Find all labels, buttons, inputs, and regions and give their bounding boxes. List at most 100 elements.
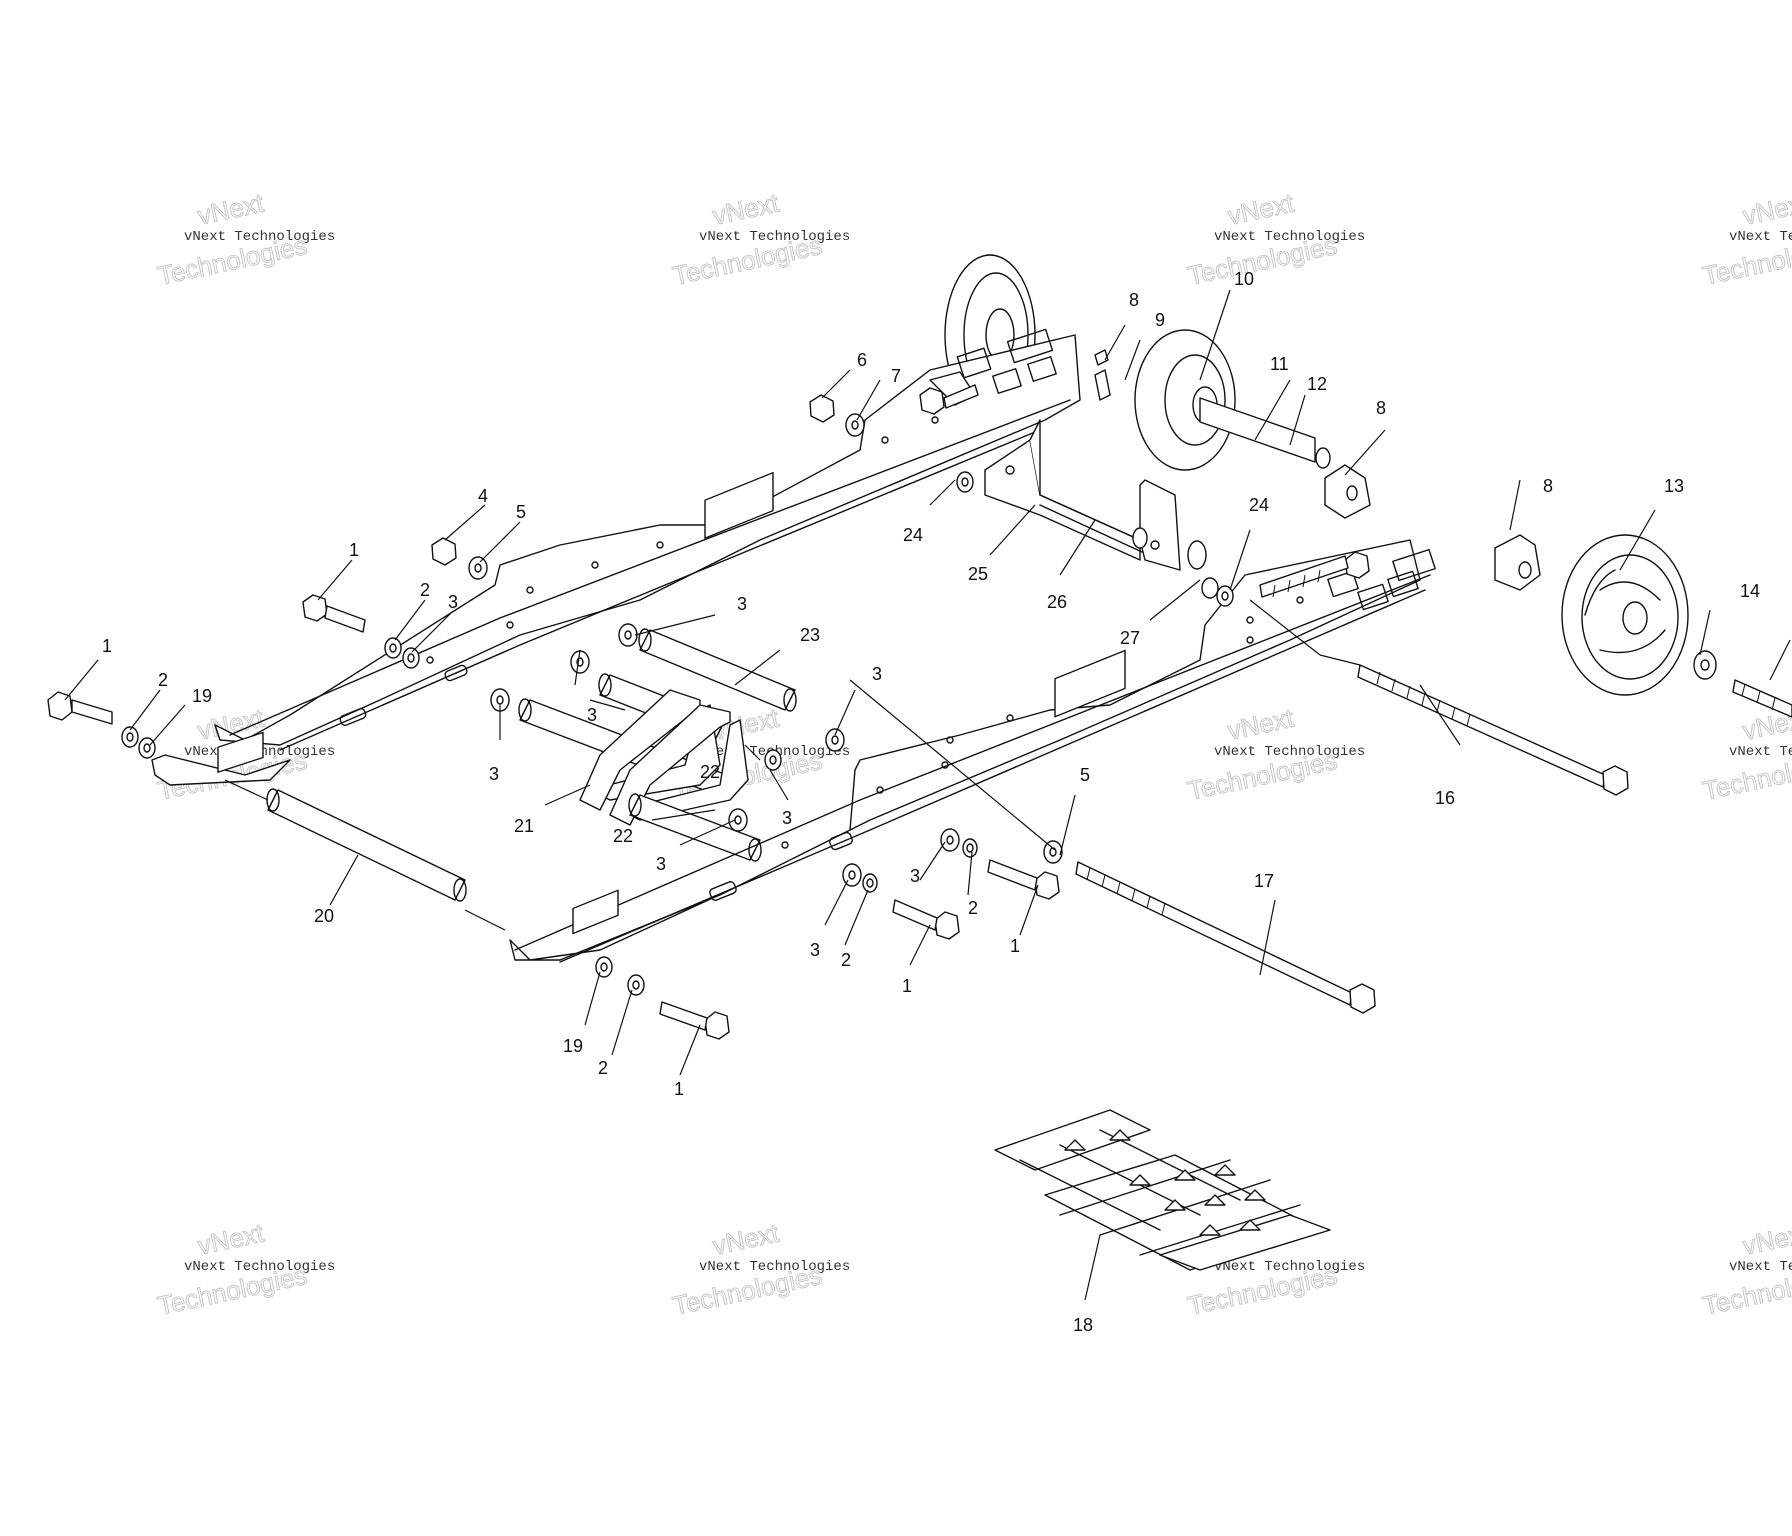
callout-25: 25 [968,564,988,584]
callout-3: 3 [910,866,920,886]
svg-text:vNext Technologies: vNext Technologies [184,1259,335,1275]
washers [121,413,1717,996]
callout-3: 3 [872,664,882,684]
svg-text:vNext: vNext [1740,1218,1792,1261]
callout-3: 3 [782,808,792,828]
callout-3: 3 [448,592,458,612]
callout-27: 27 [1120,628,1140,648]
watermark: vNext vNext Technologies Technologies [1185,702,1366,806]
watermark: vNext vNext Technologies Technologies [670,187,851,291]
svg-text:vNext Technologies: vNext Technologies [1214,229,1365,245]
callout-1: 1 [902,976,912,996]
nut [431,537,457,566]
callout-2: 2 [420,580,430,600]
callout-2: 2 [598,1058,608,1078]
svg-text:vNext: vNext [195,188,267,231]
svg-text:vNext: vNext [1740,188,1792,231]
bolt [892,899,960,940]
callout-22: 22 [613,826,633,846]
callout-8: 8 [1543,476,1553,496]
callout-26: 26 [1047,592,1067,612]
svg-text:vNext: vNext [1225,188,1297,231]
watermark: vNext vNext Technologies Technologies [670,1217,851,1321]
callout-3: 3 [810,940,820,960]
callout-5: 5 [1080,765,1090,785]
bolt [302,594,366,633]
callout-16: 16 [1435,788,1455,808]
callout-10: 10 [1234,269,1254,289]
callout-23: 23 [800,625,820,645]
callout-1: 1 [674,1079,684,1099]
bolt [987,859,1060,900]
svg-text:vNext Technologies: vNext Technologies [1214,1259,1365,1275]
callout-8: 8 [1376,398,1386,418]
callout-13: 13 [1664,476,1684,496]
left-slide-rail [214,328,1081,751]
bolt [47,691,113,725]
callout-3: 3 [489,764,499,784]
track-belt [994,1109,1331,1271]
callout-6: 6 [857,350,867,370]
left-rail-front-tip [151,731,291,786]
callout-3: 3 [737,594,747,614]
callout-11: 11 [1270,354,1289,374]
callout-7: 7 [891,366,901,386]
callout-4: 4 [478,486,488,506]
callout-24: 24 [903,525,923,545]
long-bolt [1357,664,1629,796]
rear-axle-group [929,329,1371,519]
callout-19: 19 [563,1036,583,1056]
watermark: vNext vNext Technologies Technologies [1700,187,1792,291]
svg-text:vNext: vNext [710,1218,782,1261]
svg-text:vNext: vNext [195,1218,267,1261]
callout-24: 24 [1249,495,1269,515]
callout-1: 1 [1010,936,1020,956]
callout-18: 18 [1073,1315,1093,1335]
callout-22: 22 [700,762,720,782]
right-slide-rail [509,539,1436,963]
svg-text:vNext: vNext [1225,703,1297,746]
callout-8: 8 [1129,290,1139,310]
svg-text:vNext Technologies: vNext Technologies [1729,744,1792,760]
callout-17: 17 [1254,871,1274,891]
callout-14: 14 [1740,581,1760,601]
callout-20: 20 [314,906,334,926]
watermark: vNext vNext Technologies Technologies [1700,1217,1792,1321]
long-bolt [1732,679,1792,718]
bolt [659,1001,730,1040]
callout-19: 19 [192,686,212,706]
fasteners [47,384,1792,1040]
svg-text:vNext Technologies: vNext Technologies [699,229,850,245]
callout-labels: 1 2 19 1 2 3 4 5 3 6 7 8 9 10 11 12 8 24… [102,269,1760,1335]
long-bolt [1075,861,1376,1014]
watermark: vNext vNext Technologies Technologies [155,1217,336,1321]
watermark: vNext vNext Technologies Technologies [1185,187,1366,291]
leader-lines [64,289,1791,1301]
watermark: vNext vNext Technologies Technologies [155,187,336,291]
bolt-threads [1086,569,1776,916]
callout-21: 21 [514,816,534,836]
callout-3: 3 [656,854,666,874]
watermark: vNext vNext Technologies Technologies [1700,702,1792,806]
callout-1: 1 [349,540,359,560]
front-torque-arm-assembly [518,628,797,862]
callout-2: 2 [841,950,851,970]
callout-3: 3 [587,705,597,725]
bolt [919,384,979,415]
svg-text:vNext Technologies: vNext Technologies [1214,744,1365,760]
svg-text:vNext Technologies: vNext Technologies [1729,1259,1792,1275]
callout-2: 2 [158,670,168,690]
callout-1: 1 [102,636,112,656]
callout-5: 5 [516,502,526,522]
nut [809,394,835,423]
bolt [1259,551,1370,598]
svg-text:vNext Technologies: vNext Technologies [1729,229,1792,245]
svg-text:vNext Technologies: vNext Technologies [184,229,335,245]
callout-2: 2 [968,898,978,918]
rear-idler-wheel-right [1494,534,1689,696]
spacer-tube [266,788,467,902]
svg-text:vNext Technologies: vNext Technologies [699,1259,850,1275]
callout-9: 9 [1155,310,1165,330]
callout-12: 12 [1307,374,1327,394]
